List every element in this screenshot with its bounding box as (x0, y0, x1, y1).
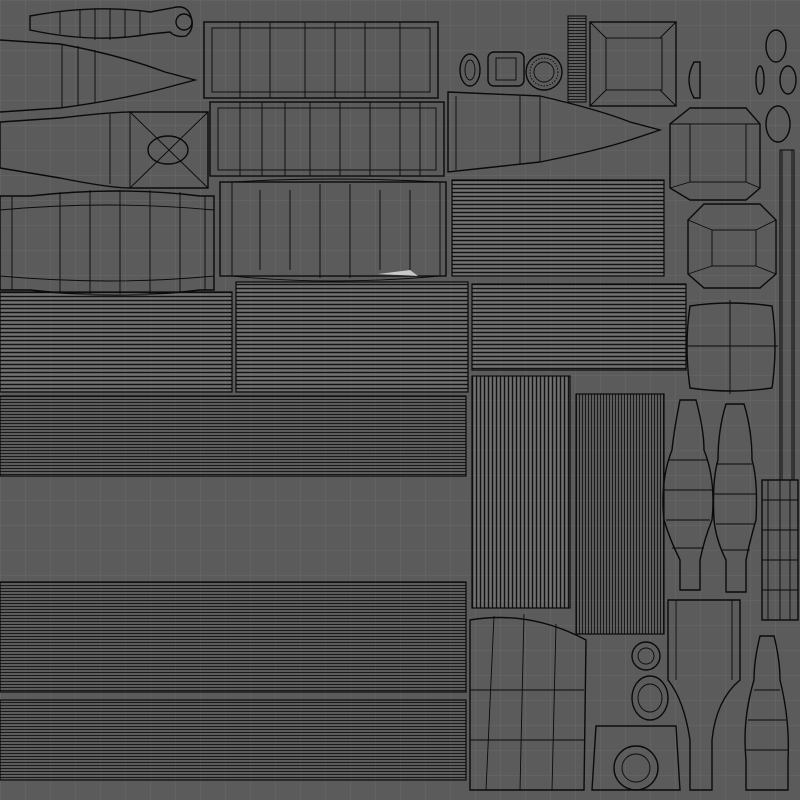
uv-island-tapered-shell-right[interactable] (447, 91, 663, 173)
uv-island-bottle-b[interactable] (712, 403, 758, 593)
uv-island-ring-small-c[interactable] (688, 29, 797, 143)
uv-island-ring-gear-a[interactable] (525, 53, 563, 91)
uv-island-curved-frame-bottom[interactable] (469, 613, 587, 791)
uv-island-strip-band-right-top[interactable] (451, 179, 665, 277)
uv-island-ladder-strip-top[interactable] (203, 21, 439, 99)
uv-island-strip-band-wide-d[interactable] (0, 699, 467, 781)
uv-island-ring-small-a[interactable] (459, 53, 481, 87)
uv-island-ladder-vertical-edge[interactable] (761, 479, 799, 621)
uv-island-tube-long[interactable] (667, 599, 741, 791)
uv-island-strip-band-right-b[interactable] (471, 283, 687, 371)
uv-island-frame-gear-d[interactable] (591, 725, 681, 791)
uv-island-strip-band-wide-b[interactable] (0, 395, 467, 477)
uv-island-frame-bevel-b[interactable] (687, 203, 777, 289)
uv-island-bottle-c[interactable] (744, 635, 789, 791)
uv-island-vstrip-narrow[interactable] (567, 15, 587, 103)
uv-island-stem-cap[interactable] (29, 6, 193, 40)
uv-island-vstrip-band-a[interactable] (471, 375, 571, 609)
uv-island-bottle-a[interactable] (662, 399, 714, 591)
uv-island-frame-square-top[interactable] (589, 21, 677, 107)
uv-island-bulged-ladder-center[interactable] (219, 178, 447, 282)
uv-island-strip-band-left-a[interactable] (0, 291, 233, 393)
uv-island-gear-ring-c[interactable] (631, 675, 669, 721)
uv-island-ring-small-b[interactable] (487, 51, 525, 87)
uv-island-vstrip-band-b[interactable] (575, 393, 665, 635)
uv-island-ladder-strip-second[interactable] (209, 101, 445, 177)
uv-island-frame-soft-c[interactable] (686, 300, 778, 394)
uv-selected-face (378, 270, 418, 276)
uv-island-gear-ring-b[interactable] (631, 641, 661, 671)
uv-island-frame-bevel-a[interactable] (669, 107, 761, 201)
uv-island-strip-band-wide-c[interactable] (0, 581, 467, 693)
uv-island-tapered-shell-upper[interactable] (0, 39, 198, 113)
uv-island-strip-band-center-a[interactable] (235, 281, 469, 393)
uv-island-tapered-shell-mid[interactable] (0, 111, 209, 189)
